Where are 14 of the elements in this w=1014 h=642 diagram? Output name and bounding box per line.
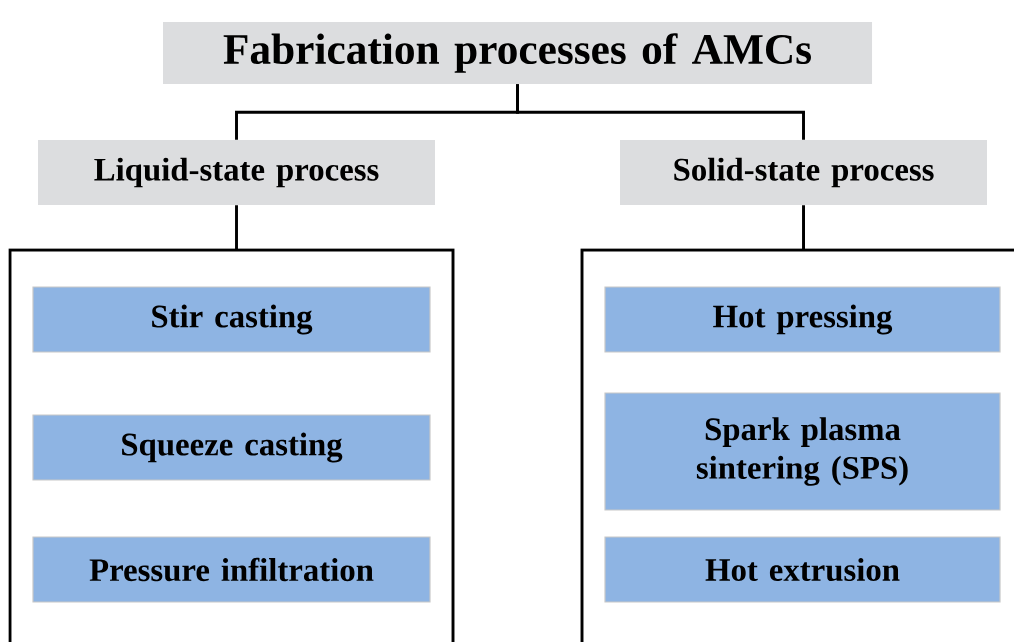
process-box: Pressure infiltration: [32, 536, 431, 603]
connector-line: [802, 205, 805, 250]
panel-frame: [8, 248, 455, 642]
category-box: Liquid-state process: [38, 140, 435, 205]
panel-frame: [580, 248, 1014, 642]
process-box: Hot pressing: [604, 286, 1001, 353]
connector-line: [516, 84, 805, 140]
category-box: Solid-state process: [620, 140, 987, 205]
connector-line: [235, 205, 238, 250]
process-box: Spark plasma sintering (SPS): [604, 392, 1001, 511]
process-box: Stir casting: [32, 286, 431, 353]
process-box: Hot extrusion: [604, 536, 1001, 603]
title-box: Fabrication processes of AMCs: [163, 22, 873, 84]
process-box: Squeeze casting: [32, 414, 431, 481]
